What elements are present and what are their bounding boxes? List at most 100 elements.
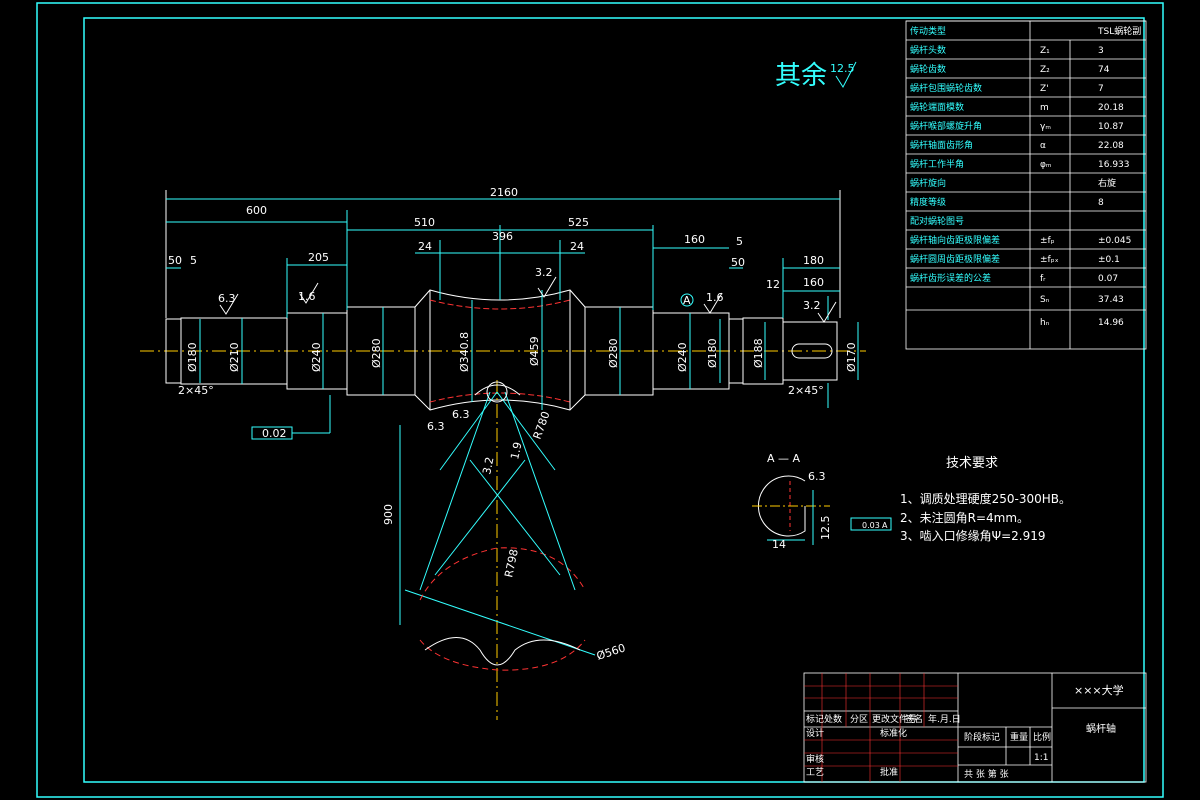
dia-280-right: Ø280 (607, 338, 620, 368)
param-label: 蜗杆头数 (910, 44, 946, 56)
roughness-note-value: 12.5 (830, 62, 855, 75)
param-label: 蜗杆工作半角 (910, 158, 964, 170)
param-symbol: φₘ (1040, 160, 1052, 170)
param-value: 20.18 (1098, 103, 1124, 113)
section-dim-depth: 12.5 (819, 516, 832, 541)
chamfer-right: 2×45° (788, 384, 824, 397)
param-value: 74 (1098, 65, 1110, 75)
param-symbol: α (1040, 141, 1046, 151)
param-symbol: ±fₚₓ (1040, 255, 1059, 265)
param-value: ±0.1 (1098, 255, 1120, 265)
param-symbol: Z₂ (1040, 65, 1050, 75)
section-a-a (752, 475, 892, 545)
dim-gap-left: 24 (418, 240, 432, 253)
section-roughness: 6.3 (808, 470, 826, 483)
dim-left-50: 50 (168, 254, 182, 267)
dia-240-right: Ø240 (676, 342, 689, 372)
sheets: 共 张 第 张 (964, 768, 1009, 780)
dim-right-180: 180 (803, 254, 824, 267)
param-value: 10.87 (1098, 122, 1124, 132)
tb-review: 审核 (806, 753, 824, 765)
tb-header-4: 签名 (905, 713, 923, 725)
tb-approve: 批准 (880, 766, 898, 778)
tb-header-0: 标记 (806, 713, 824, 725)
param-symbol: Z₁ (1040, 46, 1050, 56)
param-value: 16.933 (1098, 160, 1130, 170)
dim-left-len: 600 (246, 204, 267, 217)
dia-180-right: Ø180 (706, 338, 719, 368)
param-value: TSL蜗轮副 (1097, 25, 1141, 37)
section-datum: A (882, 521, 888, 530)
dia-280-left: Ø280 (370, 338, 383, 368)
roughness-symbol (835, 61, 857, 88)
param-value: 7 (1098, 84, 1104, 94)
angle-19: 1.9 (508, 441, 524, 461)
dia-170: Ø170 (845, 342, 858, 372)
dia-188: Ø188 (752, 338, 765, 368)
title-block-grid (804, 673, 958, 782)
dimension-lines (166, 198, 859, 440)
angle-32: 3.2 (480, 456, 496, 476)
part-name: 蜗杆轴 (1086, 722, 1116, 735)
param-value: ±0.045 (1098, 236, 1131, 246)
dim-560: Ø560 (595, 641, 627, 663)
tb-header-3: 更改文件号 (872, 713, 917, 725)
dia-210: Ø210 (228, 342, 241, 372)
param-value: 3 (1098, 46, 1104, 56)
worm-shaft (140, 190, 866, 411)
param-value: 22.08 (1098, 141, 1124, 151)
param-symbol: ±fₚ (1040, 236, 1055, 246)
roughness-16-b: 1.6 (706, 291, 724, 304)
param-symbol: Z' (1040, 84, 1049, 94)
param-label: 蜗杆喉部螺旋升角 (910, 120, 982, 132)
roughness-63-c: 6.3 (452, 408, 470, 421)
tech-item-2: 2、未注圆角R=4mm。 (900, 510, 1029, 525)
chamfer-left: 2×45° (178, 384, 214, 397)
param-symbol: Sₙ (1040, 295, 1050, 305)
dim-left-205: 205 (308, 251, 329, 264)
dim-throat: 396 (492, 230, 513, 243)
school-name: ×××大学 (1074, 683, 1124, 697)
tb-design: 设计 (806, 727, 824, 739)
param-value: 右旋 (1098, 177, 1116, 189)
tech-title: 技术要求 (946, 456, 998, 471)
param-label: 蜗杆轴面齿形角 (910, 139, 973, 151)
dim-mid-right: 525 (568, 216, 589, 229)
param-label: 蜗轮端面模数 (910, 101, 964, 113)
worm-wheel-geometry (399, 380, 596, 720)
roughness-16-a: 1.6 (298, 290, 316, 303)
roughness-marks (219, 276, 837, 323)
param-label: 蜗杆旋向 (910, 177, 946, 189)
dia-459: Ø459 (528, 336, 541, 366)
inner-frame (83, 17, 1145, 783)
tb-process: 工艺 (806, 767, 824, 778)
scale-value: 1:1 (1034, 753, 1048, 763)
roughness-note: 其余 (775, 61, 827, 91)
param-label: 精度等级 (910, 196, 946, 208)
dia-180-left: Ø180 (186, 342, 199, 372)
tech-item-1: 1、调质处理硬度250-300HB。 (900, 491, 1071, 506)
param-symbol: γₘ (1040, 122, 1051, 132)
param-value: 37.43 (1098, 295, 1124, 305)
param-label: 蜗杆圆周齿距极限偏差 (910, 253, 1000, 265)
stage-label: 阶段标记 (964, 731, 1000, 743)
param-symbol: fᵣ (1040, 274, 1046, 284)
tb-header-2: 分区 (850, 714, 868, 725)
param-value: 0.07 (1098, 274, 1118, 284)
param-label: 蜗杆轴向齿距极限偏差 (910, 234, 1000, 246)
param-value: 14.96 (1098, 318, 1124, 328)
dim-left-5: 5 (190, 254, 197, 267)
tech-item-3: 3、啮入口修缘角Ψ=2.919 (900, 528, 1046, 543)
roughness-63-a: 6.3 (218, 292, 236, 305)
dim-r798: R798 (502, 548, 521, 579)
dim-mid-left: 510 (414, 216, 435, 229)
keyway (791, 343, 833, 359)
dim-right-160: 160 (684, 233, 705, 246)
dim-total: 2160 (490, 186, 518, 199)
roughness-63-b: 6.3 (427, 420, 445, 433)
tb-header-1: 处数 (824, 713, 842, 725)
param-label: 蜗杆包围蜗轮齿数 (910, 82, 982, 94)
dia-240-left: Ø240 (310, 342, 323, 372)
tb-standard: 标准化 (880, 727, 907, 739)
